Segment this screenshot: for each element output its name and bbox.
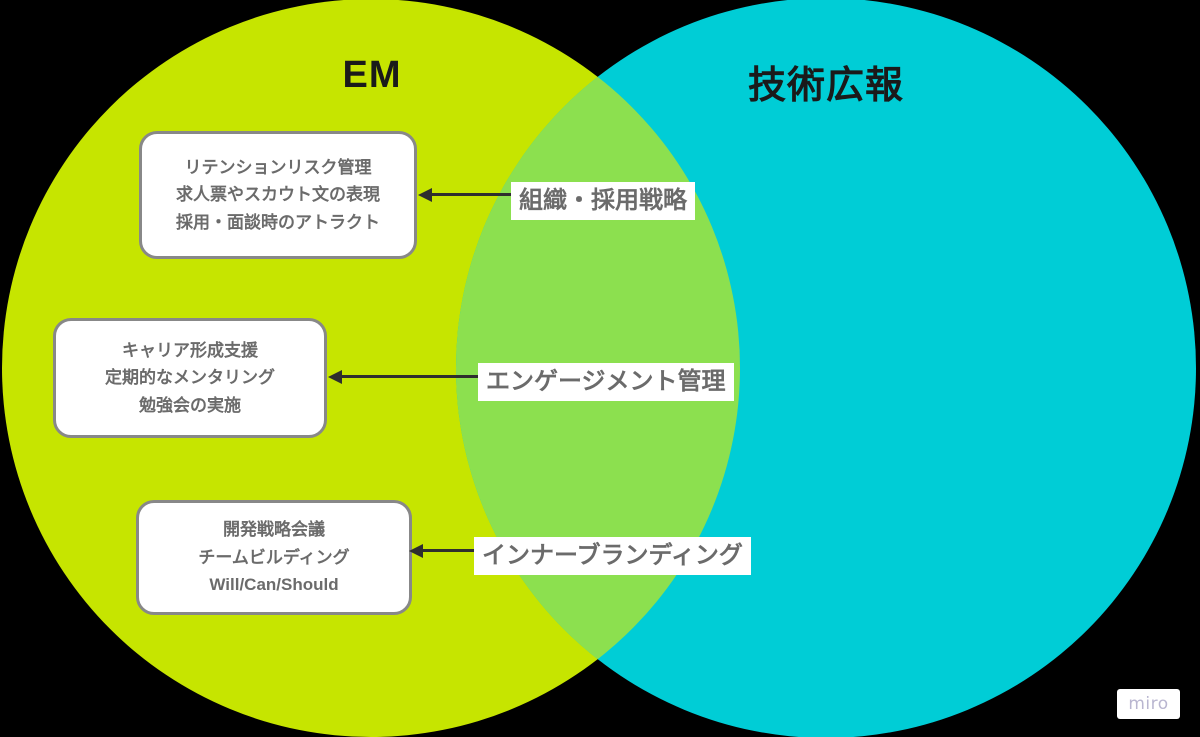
circle-title-tech-pr: 技術広報 xyxy=(747,65,904,107)
info-box-line: 勉強会の実施 xyxy=(139,395,241,415)
info-box-line: 求人票やスカウト文の表現 xyxy=(176,185,380,205)
arrow-shaft xyxy=(420,549,477,552)
info-box-line: リテンションリスク管理 xyxy=(184,157,372,177)
info-box-line: 開発戦略会議 xyxy=(223,520,325,540)
arrow-head-icon xyxy=(418,188,432,202)
arrow-left-recruit-strategy xyxy=(418,188,514,202)
overlap-label-recruit-strategy: 組織・採用戦略 xyxy=(511,182,695,221)
info-box-line: 定期的なメンタリング xyxy=(105,368,275,388)
info-box-line: 採用・面談時のアトラクト xyxy=(176,212,380,232)
info-box-line: チームビルディング xyxy=(198,547,350,567)
arrow-shaft xyxy=(429,193,514,196)
arrow-head-icon xyxy=(409,544,423,558)
arrow-left-engagement xyxy=(328,370,480,384)
overlap-label-engagement: エンゲージメント管理 xyxy=(478,363,734,402)
info-box-career: キャリア形成支援 定期的なメンタリング 勉強会の実施 xyxy=(53,318,327,438)
arrow-shaft xyxy=(339,375,480,378)
overlap-label-inner-branding: インナーブランディング xyxy=(474,537,751,576)
arrow-head-icon xyxy=(328,370,342,384)
info-box-line: キャリア形成支援 xyxy=(122,340,258,360)
info-box-retention: リテンションリスク管理 求人票やスカウト文の表現 採用・面談時のアトラクト xyxy=(139,131,417,259)
info-box-dev-strategy: 開発戦略会議 チームビルディング Will/Can/Should xyxy=(136,500,412,615)
circle-title-em: EM xyxy=(342,54,402,96)
arrow-left-inner-branding xyxy=(409,544,477,558)
miro-watermark: miro xyxy=(1117,689,1180,719)
info-box-line: Will/Can/Should xyxy=(209,575,339,595)
